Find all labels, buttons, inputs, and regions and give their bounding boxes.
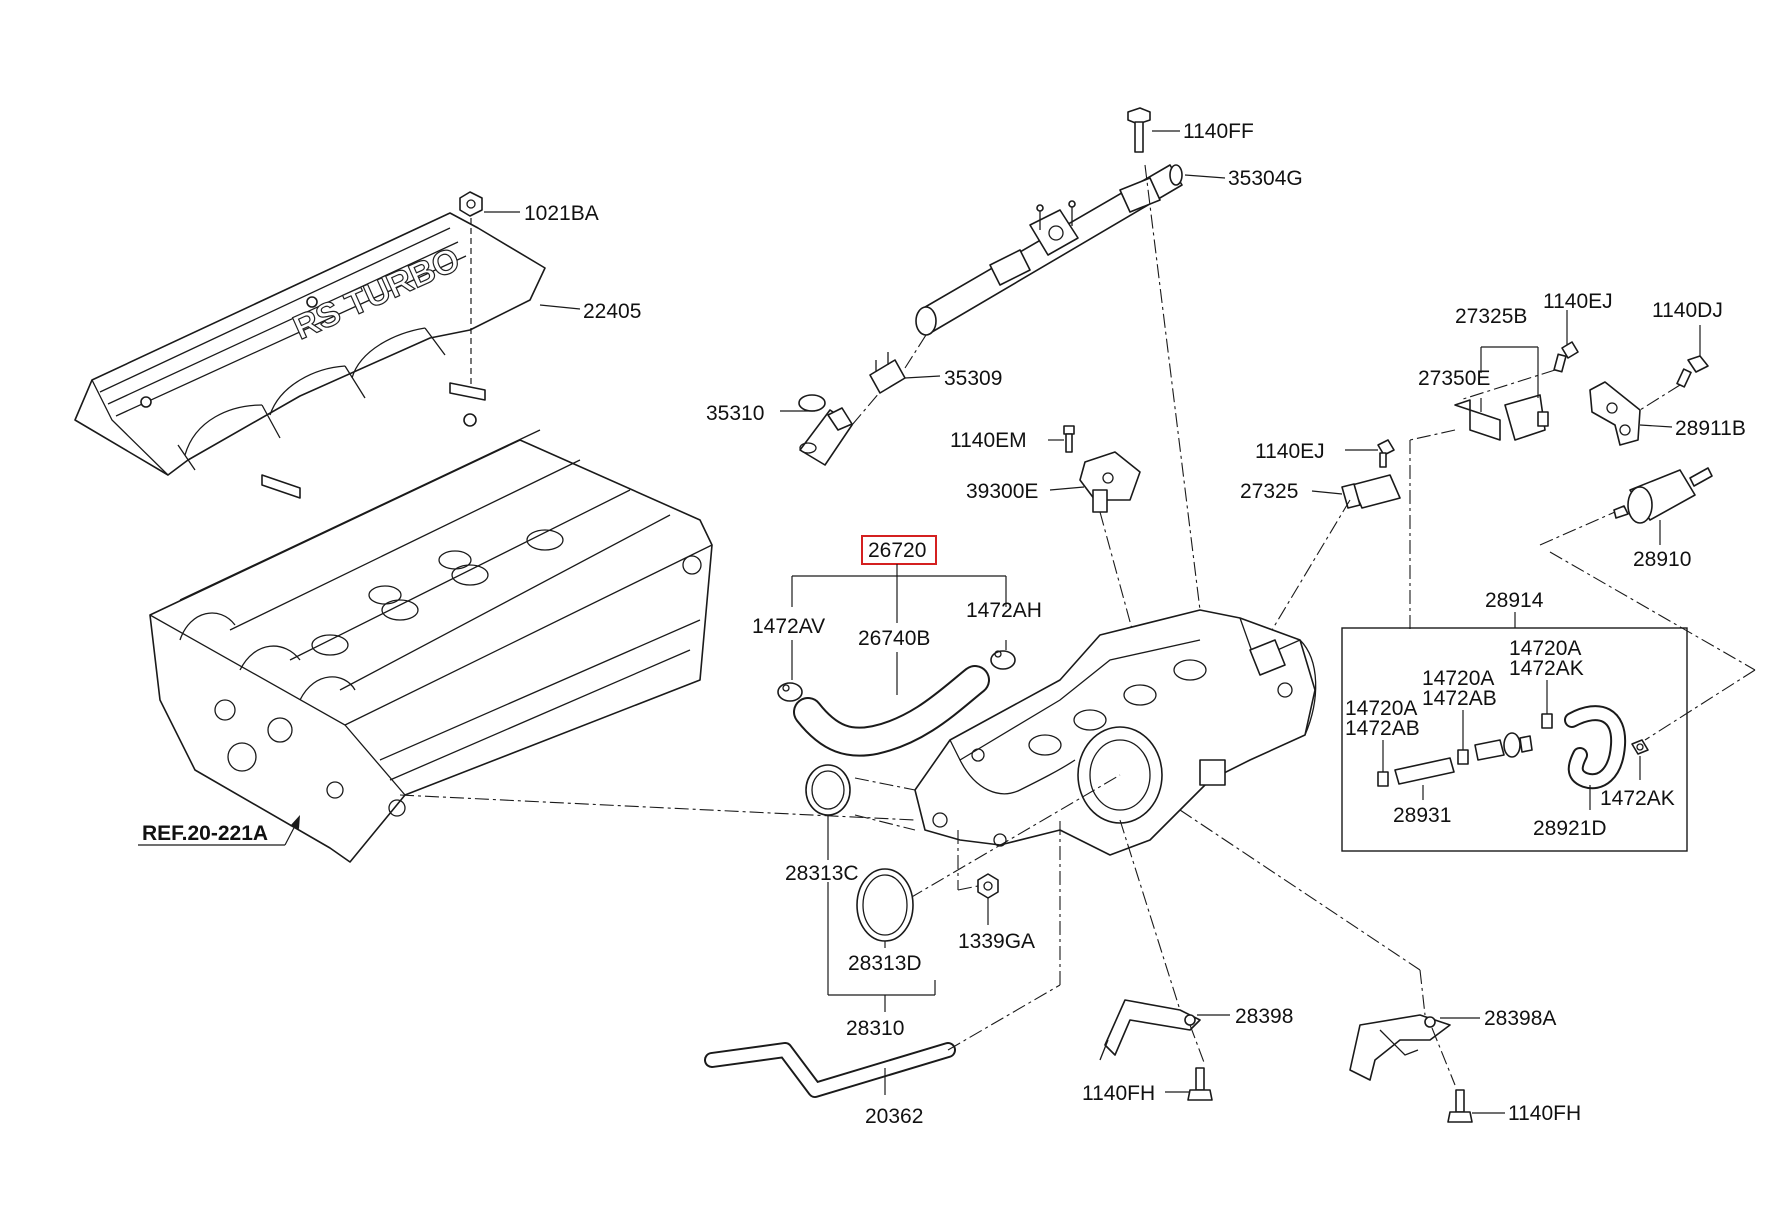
label-27325: 27325 <box>1240 480 1298 503</box>
label-1021BA: 1021BA <box>524 202 599 225</box>
label-26740B: 26740B <box>858 627 930 650</box>
injector-clip[interactable] <box>869 352 906 394</box>
label-1339GA: 1339GA <box>958 930 1035 953</box>
purge-valve-28910[interactable] <box>1613 467 1713 524</box>
label-28921D: 28921D <box>1533 817 1607 840</box>
label-1472AH: 1472AH <box>966 599 1042 622</box>
label-1140FH-b: 1140FH <box>1508 1102 1581 1125</box>
leader-22405 <box>539 304 581 310</box>
cylinder-head[interactable] <box>149 429 713 863</box>
label-14720A-3: 14720A <box>1345 697 1417 720</box>
label-28931: 28931 <box>1393 804 1451 827</box>
nut-1339GA[interactable] <box>977 873 999 899</box>
label-28910: 28910 <box>1633 548 1691 571</box>
label-1140FF: 1140FF <box>1183 120 1254 143</box>
label-1140EJ-top: 1140EJ <box>1543 290 1613 313</box>
label-28398A: 28398A <box>1484 1007 1556 1030</box>
label-20362: 20362 <box>865 1105 923 1128</box>
sensor-bolt[interactable] <box>1063 425 1075 453</box>
label-1140EJ: 1140EJ <box>1255 440 1325 463</box>
cover-nut[interactable] <box>459 191 483 217</box>
pipe-20362[interactable] <box>704 1042 956 1098</box>
gasket-28313D[interactable] <box>856 868 914 942</box>
bracket-27350E[interactable] <box>1454 394 1549 441</box>
fuel-rail[interactable] <box>915 164 1183 336</box>
gasket-28313C[interactable] <box>805 764 851 816</box>
clamp-right[interactable] <box>1541 713 1553 729</box>
intake-manifold[interactable] <box>914 609 1317 856</box>
label-28911B: 28911B <box>1675 417 1746 440</box>
label-26720[interactable]: 26720 <box>868 539 926 562</box>
check-valve[interactable] <box>1474 732 1533 761</box>
clamp-1472AV[interactable] <box>777 682 803 702</box>
label-35304G: 35304G <box>1228 167 1303 190</box>
label-1472AB-3: 1472AB <box>1345 717 1420 740</box>
bolt-1140EJ[interactable] <box>1377 439 1395 468</box>
label-35309: 35309 <box>944 367 1002 390</box>
bolt-1140DJ[interactable] <box>1676 355 1709 388</box>
rail-bolt[interactable] <box>1127 107 1151 153</box>
bracket-28398[interactable] <box>1099 999 1201 1061</box>
label-35310: 35310 <box>706 402 764 425</box>
label-14720A-1: 14720A <box>1509 637 1581 660</box>
bolt-1140EJ-top[interactable] <box>1553 341 1579 373</box>
fuel-injector[interactable] <box>798 394 853 466</box>
hose-26740B[interactable] <box>793 665 990 757</box>
label-28313C: 28313C <box>785 862 859 885</box>
clamp-left[interactable] <box>1377 771 1389 787</box>
label-1140DJ: 1140DJ <box>1652 299 1723 322</box>
label-28310: 28310 <box>846 1017 904 1040</box>
map-sensor[interactable] <box>1079 451 1141 513</box>
ref-label[interactable]: REF.20-221A <box>142 822 268 845</box>
bracket-28398A[interactable] <box>1349 1014 1451 1081</box>
label-1472AK-1: 1472AK <box>1509 657 1584 680</box>
label-22405: 22405 <box>583 300 641 323</box>
label-27325B: 27325B <box>1455 305 1527 328</box>
engine-cover[interactable]: RS TURBO <box>74 212 546 499</box>
hose-28921D[interactable] <box>1564 705 1627 790</box>
hose-kit-box-28914 <box>1341 627 1688 852</box>
label-28398: 28398 <box>1235 1005 1293 1028</box>
bolt-1140FH-b[interactable] <box>1447 1089 1473 1123</box>
clamp-1472AK[interactable] <box>1631 739 1649 755</box>
label-28313D: 28313D <box>848 952 922 975</box>
clamp-mid[interactable] <box>1457 749 1469 765</box>
clamp-1472AH[interactable] <box>990 650 1016 670</box>
vapor-sensor-27325[interactable] <box>1341 474 1401 509</box>
highlight-box-26720 <box>861 535 937 565</box>
bolt-1140FH-a[interactable] <box>1187 1067 1213 1101</box>
bracket-28911B[interactable] <box>1589 381 1641 446</box>
label-1140FH-a: 1140FH <box>1082 1082 1155 1105</box>
label-14720A-2: 14720A <box>1422 667 1494 690</box>
label-28914: 28914 <box>1485 589 1544 612</box>
label-1140EM: 1140EM <box>950 429 1027 452</box>
label-27350E: 27350E <box>1418 367 1490 390</box>
label-1472AB-2: 1472AB <box>1422 687 1497 710</box>
label-39300E: 39300E <box>966 480 1038 503</box>
hose-28931[interactable] <box>1394 757 1455 785</box>
label-1472AK-2: 1472AK <box>1600 787 1675 810</box>
label-1472AV: 1472AV <box>752 615 825 638</box>
